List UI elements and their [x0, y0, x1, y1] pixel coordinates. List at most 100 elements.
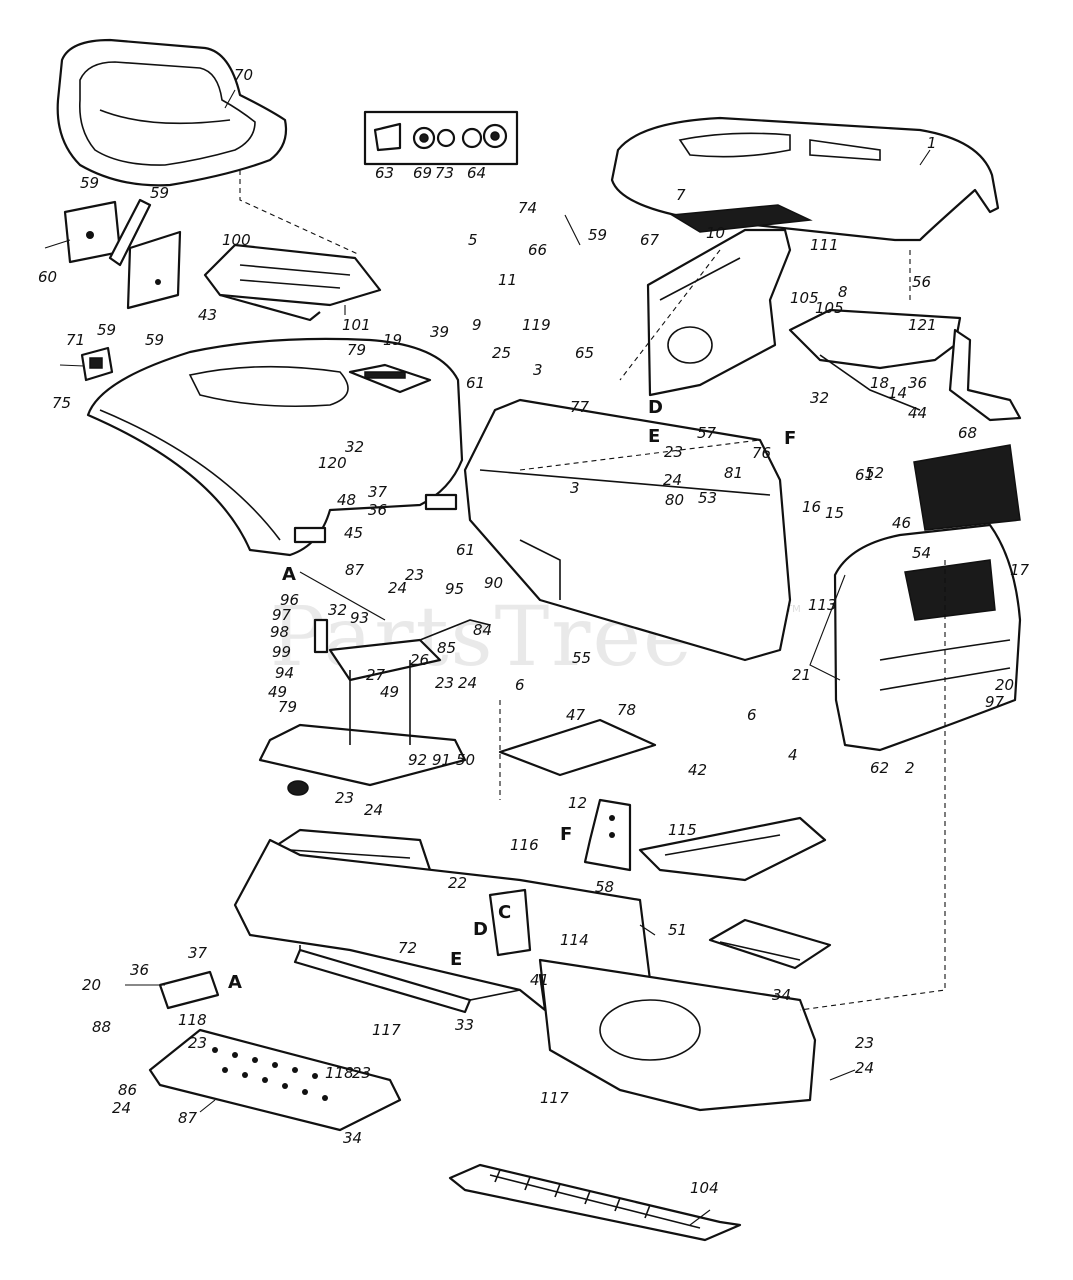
part-dash-panel [646, 228, 792, 397]
callout-36: 36 [908, 374, 927, 392]
callout-14: 14 [888, 384, 907, 402]
callout-67: 67 [640, 231, 660, 249]
callout-23: 23 [405, 566, 424, 584]
callout-101: 101 [342, 316, 371, 334]
callout-84: 84 [473, 621, 492, 639]
ref-letter-f: F [784, 428, 796, 449]
callout-68: 68 [958, 424, 977, 442]
callout-46: 46 [892, 514, 911, 532]
callout-48: 48 [337, 491, 356, 509]
callout-80: 80 [665, 491, 684, 509]
callout-120: 120 [318, 454, 347, 472]
callout-91: 91 [432, 751, 451, 769]
callout-24: 24 [663, 471, 682, 489]
callout-23: 23 [352, 1064, 371, 1082]
callout-96: 96 [280, 591, 299, 609]
ref-letter-d: D [648, 397, 663, 418]
callout-93: 93 [350, 609, 369, 627]
callout-34: 34 [343, 1129, 362, 1147]
callout-20: 20 [82, 976, 101, 994]
callout-95: 95 [445, 580, 464, 598]
callout-17: 17 [1010, 561, 1030, 579]
callout-3: 3 [533, 361, 543, 379]
callout-56: 56 [912, 273, 931, 291]
callout-34: 34 [772, 986, 791, 1004]
callout-114: 114 [560, 931, 589, 949]
callout-44: 44 [908, 404, 927, 422]
callout-65: 65 [575, 344, 594, 362]
callout-19: 19 [383, 331, 402, 349]
callout-23: 23 [664, 443, 683, 461]
callout-21: 21 [792, 666, 811, 684]
callout-58: 58 [595, 878, 614, 896]
callout-49: 49 [380, 683, 399, 701]
callout-87: 87 [178, 1109, 198, 1127]
callout-59: 59 [145, 331, 164, 349]
callout-117: 117 [540, 1089, 569, 1107]
callout-97: 97 [985, 693, 1005, 711]
callout-105: 105 [815, 299, 844, 317]
callout-15: 15 [825, 504, 844, 522]
callout-24: 24 [112, 1099, 131, 1117]
part-step-plate-right [708, 918, 832, 970]
callout-61: 61 [466, 374, 485, 392]
callout-97: 97 [272, 606, 292, 624]
callout-100: 100 [222, 231, 251, 249]
callout-121: 121 [908, 316, 937, 334]
callout-32: 32 [810, 389, 829, 407]
callout-53: 53 [698, 489, 717, 507]
callout-85: 85 [437, 639, 456, 657]
callout-98: 98 [270, 623, 289, 641]
callout-90: 90 [484, 574, 503, 592]
part-mount-bracket [583, 798, 632, 872]
callout-104: 104 [690, 1179, 719, 1197]
part-seat-hinge-brackets [44, 198, 182, 310]
ref-letter-f: F [560, 824, 572, 845]
callout-4: 4 [788, 746, 798, 764]
callout-117: 117 [372, 1021, 401, 1039]
ref-letter-e: E [450, 949, 462, 970]
callout-42: 42 [688, 761, 707, 779]
callout-99: 99 [272, 643, 291, 661]
callout-62: 62 [870, 759, 889, 777]
callout-52: 52 [865, 464, 884, 482]
ref-letter-d: D [473, 919, 488, 940]
callout-86: 86 [118, 1081, 137, 1099]
callout-111: 111 [810, 236, 839, 254]
callout-37: 37 [368, 483, 388, 501]
callout-50: 50 [456, 751, 475, 769]
ref-letter-a: A [228, 972, 242, 993]
callout-94: 94 [275, 664, 294, 682]
part-hood-bracket [788, 308, 1022, 422]
callout-43: 43 [198, 306, 217, 324]
part-step-mat [448, 1163, 742, 1242]
callout-6: 6 [515, 676, 525, 694]
callout-81: 81 [724, 464, 743, 482]
callout-23: 23 [335, 789, 354, 807]
callout-57: 57 [697, 424, 717, 442]
callout-47: 47 [566, 706, 586, 724]
callout-64: 64 [467, 164, 486, 182]
callout-118: 118 [178, 1011, 207, 1029]
part-hood-screen [669, 204, 813, 233]
callout-92: 92 [408, 751, 427, 769]
ref-letter-c: C [498, 902, 511, 923]
ref-letter-e: E [648, 426, 660, 447]
callout-59: 59 [80, 174, 99, 192]
callout-63: 63 [375, 164, 394, 182]
callout-16: 16 [802, 498, 821, 516]
callout-79: 79 [278, 698, 297, 716]
callout-1: 1 [927, 134, 937, 152]
part-floor-plate [638, 816, 827, 882]
callout-79: 79 [347, 341, 366, 359]
callout-25: 25 [492, 344, 511, 362]
callout-74: 74 [518, 199, 537, 217]
callout-8: 8 [838, 283, 848, 301]
callout-18: 18 [870, 374, 889, 392]
leader-lines [125, 89, 946, 1226]
callout-45: 45 [344, 524, 363, 542]
part-bracket-88 [158, 970, 220, 1010]
ref-letter-a: A [282, 564, 296, 585]
callout-55: 55 [572, 649, 591, 667]
part-access-cover [498, 718, 657, 777]
